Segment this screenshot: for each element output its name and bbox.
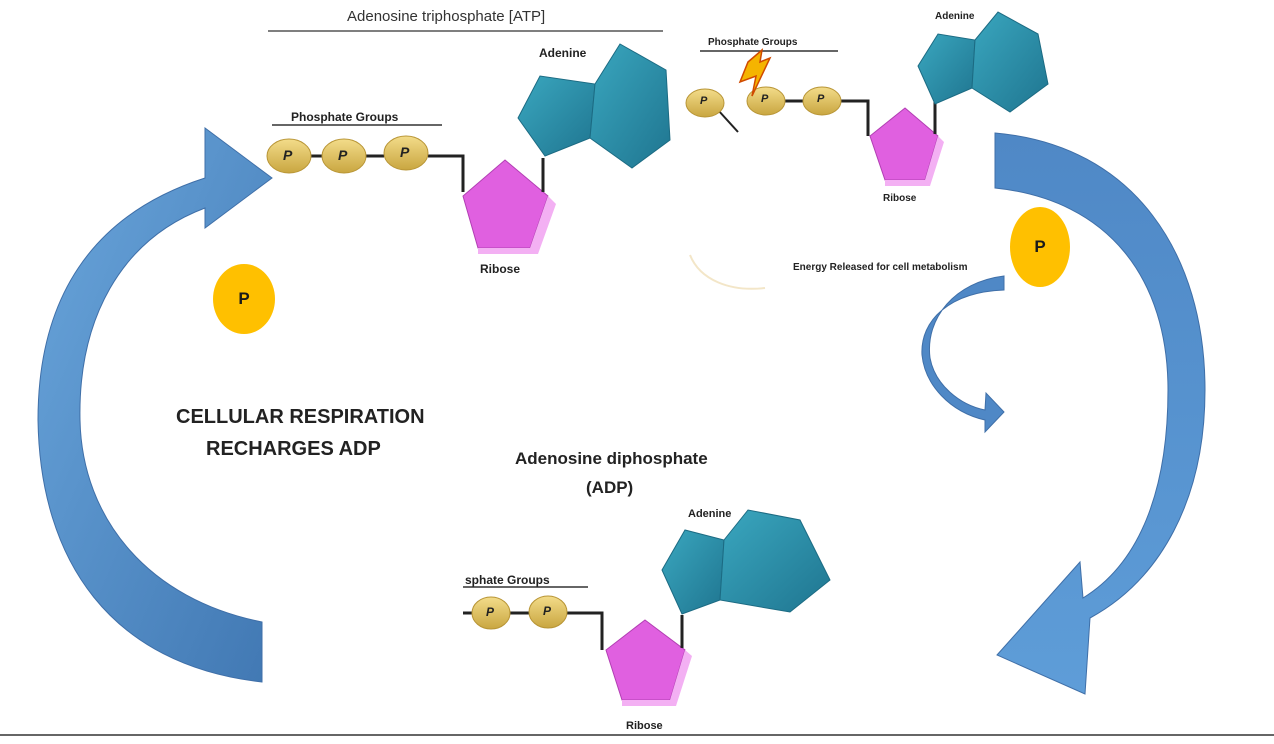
split-phosphate-groups-label: Phosphate Groups [708,37,798,48]
adp-title-line1: Adenosine diphosphate [515,449,708,468]
atp-phosphate-chain [266,135,465,192]
adp-title-line2: (ADP) [586,478,634,497]
atp-phosphate-groups-label: Phosphate Groups [291,110,399,124]
atp-adenine-label: Adenine [539,46,587,60]
free-phosphate-left-symbol: P [238,289,250,308]
adp-phosphate-1-symbol: P [486,605,495,619]
energy-halo [689,254,766,290]
atp-phosphate-3-symbol: P [400,144,410,160]
atp-title: Adenosine triphosphate [ATP] [347,8,546,25]
split-phosphate-2-symbol: P [761,93,769,105]
adp-ribose-pentagon [605,619,686,701]
adp-phosphate-groups-label: sphate Groups [465,573,550,587]
atp-adenine-rings [517,43,671,169]
energy-release-arrow [994,132,1206,695]
split-phosphate-3-symbol: P [817,93,825,105]
split-phosphate-1-symbol: P [700,95,708,107]
adp-adenine-rings [661,509,831,615]
adp-ribose-label: Ribose [626,720,663,732]
adp-phosphate-chain [463,595,604,650]
split-ribose-label: Ribose [883,193,917,204]
recharges-adp-label: RECHARGES ADP [206,438,381,460]
atp-phosphate-2-symbol: P [338,147,348,163]
free-phosphate-right-symbol: P [1034,237,1046,256]
spark-icon [738,48,772,97]
split-phosphate-chain [685,86,870,136]
adp-phosphate-2-symbol: P [543,604,552,618]
energy-released-label: Energy Released for cell metabolism [793,262,968,273]
cellular-respiration-label: CELLULAR RESPIRATION [176,406,425,428]
atp-phosphate-1-symbol: P [283,147,293,163]
phosphate-release-arrow [921,275,1005,434]
free-phosphate-right: P [1010,207,1070,287]
split-adenine-label: Adenine [935,11,975,22]
adp-adenine-label: Adenine [688,508,732,520]
recharge-arrow [37,127,273,683]
split-ribose-pentagon [869,107,939,181]
free-phosphate-left: P [213,264,275,334]
atp-ribose-label: Ribose [480,262,521,276]
split-adenine-rings [917,11,1049,113]
